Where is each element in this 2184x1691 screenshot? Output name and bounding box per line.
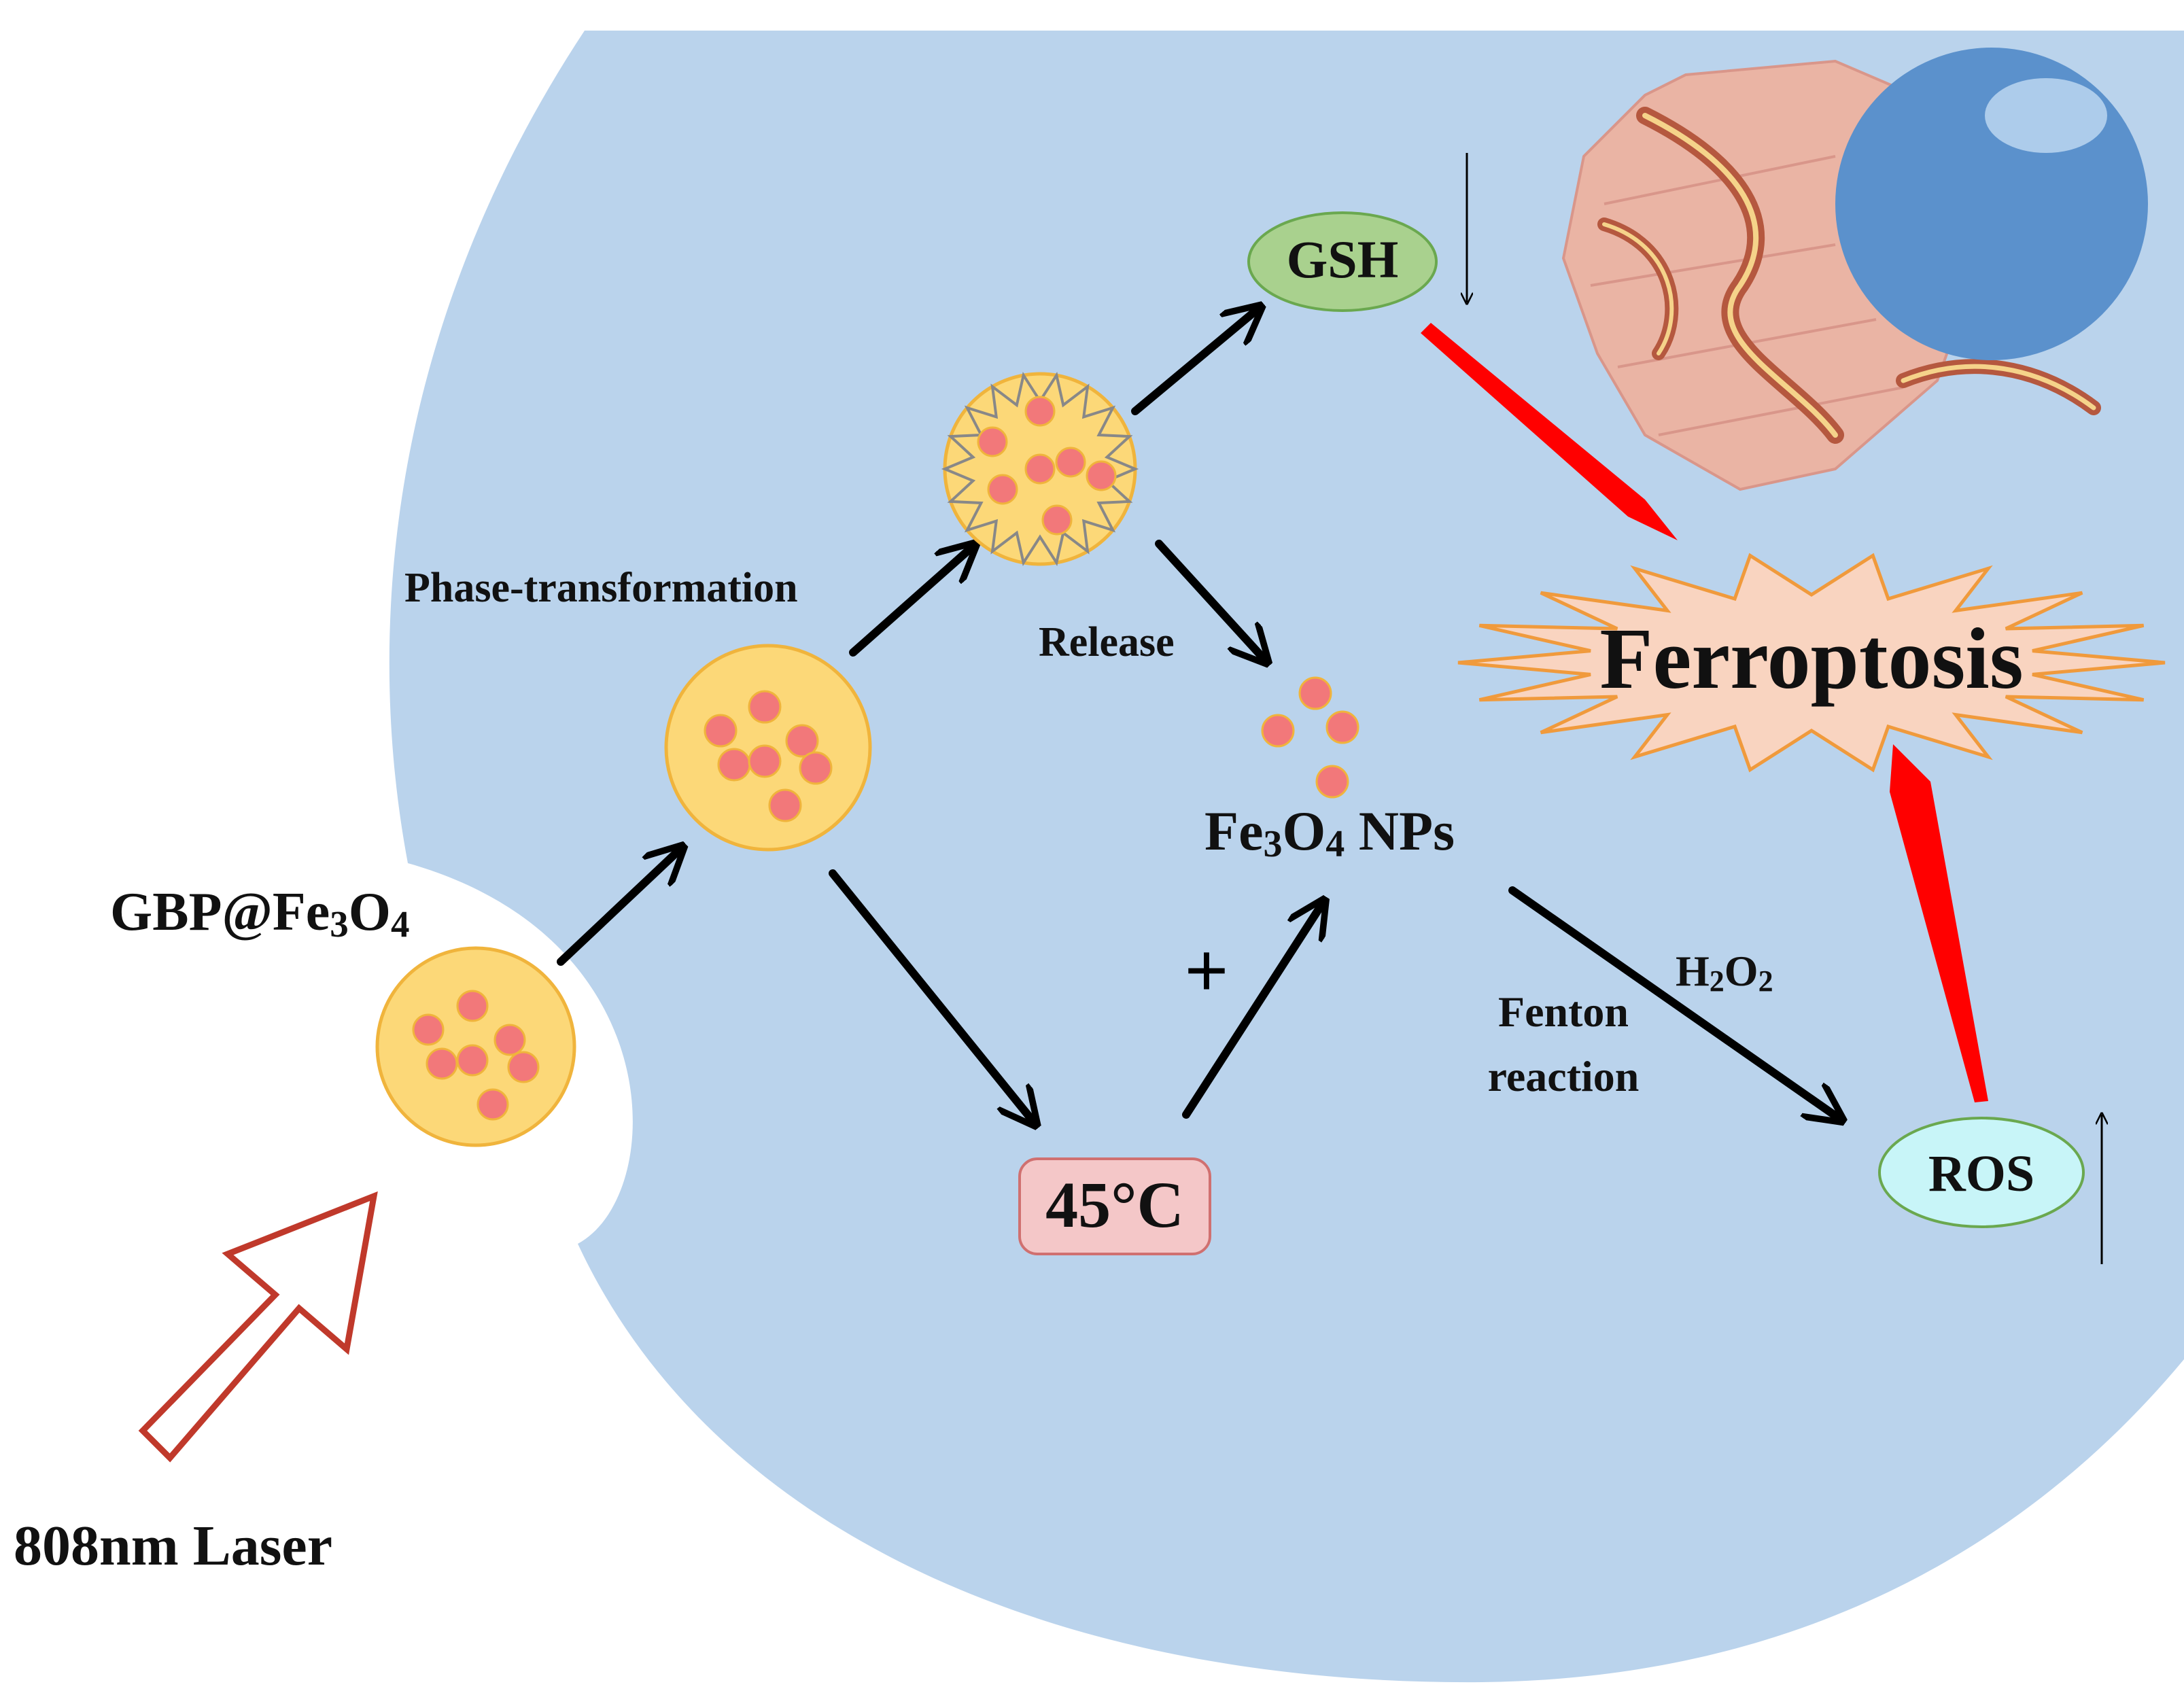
nanoparticle-dot (768, 788, 802, 822)
nanoparticle-dot (1041, 504, 1073, 536)
nanoparticle-dot (987, 474, 1018, 505)
nanoparticle-dot (704, 714, 738, 748)
particle-gbp-fe3o4 (375, 946, 576, 1147)
fe3o4-nps-label: Fe3O4 NPs (1204, 800, 1455, 865)
h2o2-label: H2O2 (1676, 947, 1773, 998)
nanoparticle-dot (977, 426, 1008, 457)
laser-arrow-icon (138, 1191, 378, 1463)
phase-transformation-label: Phase-transformation (404, 565, 798, 611)
red-arrows (1421, 323, 1988, 1102)
particle-loaded (664, 644, 872, 852)
particle-transformed (941, 371, 1139, 567)
nanoparticle-dot (507, 1051, 540, 1083)
temperature-label: 45°C (1045, 1168, 1184, 1241)
ferroptosis-label: Ferroptosis (1599, 610, 2023, 707)
released-fe3o4-dots (1261, 676, 1359, 799)
plus-sign: + (1185, 928, 1228, 1012)
nanoparticle-dot (748, 690, 782, 724)
nanoparticle-dot (1315, 765, 1349, 799)
nanoparticle-dot (1024, 396, 1056, 427)
nanoparticle-dot (412, 1013, 445, 1046)
nanoparticle-dot (1298, 676, 1332, 710)
nanoparticle-dot (476, 1088, 509, 1121)
release-label: Release (1039, 619, 1175, 665)
gbp-fe3o4-label: GBP@Fe3O4 (110, 882, 409, 945)
nanoparticle-dot (748, 744, 782, 778)
nanoparticle-dot (456, 1044, 489, 1077)
gsh-node (1247, 211, 1438, 312)
nanoparticle-dot (456, 990, 489, 1022)
temperature-box (1018, 1157, 1211, 1255)
laser-label: 808nm Laser (14, 1514, 332, 1577)
nanoparticle-dot (1325, 710, 1359, 744)
nucleus-icon (1835, 48, 2148, 360)
nanoparticle-dot (493, 1024, 526, 1056)
flow-arrows (557, 309, 1839, 1121)
fenton-label-line1: Fenton (1498, 988, 1629, 1036)
nanoparticle-dot (1261, 714, 1295, 748)
nanoparticle-dot (785, 724, 819, 758)
nanoparticle-dot (1024, 453, 1056, 485)
nanoparticle-dot (426, 1047, 458, 1080)
fenton-label-line2: reaction (1488, 1052, 1640, 1100)
nanoparticle-dot (799, 751, 833, 785)
gsh-label: GSH (1287, 230, 1399, 289)
nanoparticle-dot (1055, 447, 1086, 478)
nanoparticle-dot (1086, 460, 1117, 491)
ros-node (1878, 1117, 2085, 1228)
ros-label: ROS (1928, 1145, 2034, 1202)
nanoparticle-dot (717, 748, 751, 782)
ferroptosis-burst-icon (1457, 553, 2166, 773)
